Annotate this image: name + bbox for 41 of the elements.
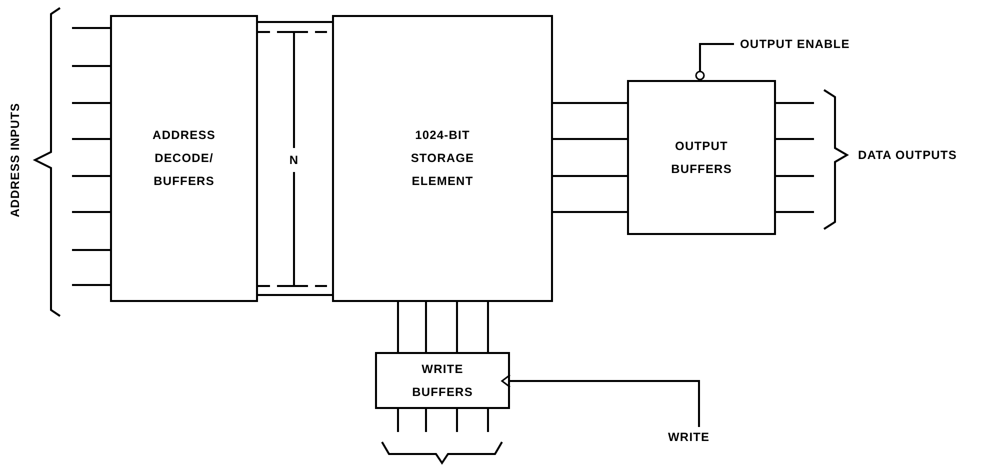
signal-line: [553, 175, 627, 177]
block-label: ADDRESS DECODE/ BUFFERS: [152, 127, 216, 190]
signal-line: [553, 211, 627, 213]
signal-line: [425, 302, 427, 352]
signal-label: WRITE: [668, 430, 718, 444]
block-box: [627, 80, 776, 235]
signal-line: [72, 138, 110, 140]
signal-line: [72, 249, 110, 251]
signal-line: [72, 27, 110, 29]
signal-line: [456, 302, 458, 352]
signal-line: [776, 102, 814, 104]
block-box: [110, 15, 258, 302]
bus-label: ADDRESS INPUTS: [8, 102, 22, 218]
signal-line: [776, 175, 814, 177]
signal-line: [487, 302, 489, 352]
block-label: WRITE BUFFERS: [411, 360, 474, 400]
signal-line: [425, 409, 427, 432]
signal-line: [72, 211, 110, 213]
signal-line: [258, 21, 332, 23]
signal-line: [397, 409, 399, 432]
block-box: [332, 15, 553, 302]
signal-line: [695, 43, 734, 80]
signal-line: [553, 138, 627, 140]
signal-line: [456, 409, 458, 432]
signal-line: [72, 284, 110, 286]
signal-line: [72, 65, 110, 67]
block-label: OUTPUT BUFFERS: [670, 138, 733, 178]
block-box: [375, 352, 510, 409]
bus-width-label: N: [289, 153, 299, 167]
signal-line: [258, 294, 332, 296]
signal-line: [487, 409, 489, 432]
signal-label: OUTPUT ENABLE: [740, 37, 850, 51]
signal-line: [553, 102, 627, 104]
bus-label: DATA OUTPUTS: [858, 148, 957, 162]
signal-line: [72, 175, 110, 177]
signal-line: [72, 102, 110, 104]
block-label: 1024-BIT STORAGE ELEMENT: [410, 127, 476, 190]
signal-line: [501, 374, 700, 427]
signal-line: [776, 211, 814, 213]
signal-line: [397, 302, 399, 352]
signal-line: [776, 138, 814, 140]
